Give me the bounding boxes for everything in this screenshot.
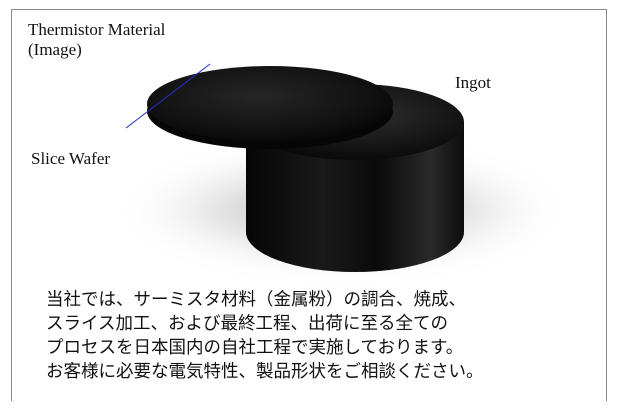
wafer-pointer-line	[125, 63, 211, 129]
description-line: プロセスを日本国内の自社工程で実施しております。	[46, 338, 464, 358]
material-label-line2: (Image)	[28, 39, 82, 59]
slice-wafer-label: Slice Wafer	[31, 149, 111, 168]
thermistor-illustration	[112, 63, 572, 272]
image-frame: Thermistor Material (Image) Ingot Slice …	[11, 9, 607, 401]
ingot-label: Ingot	[455, 73, 491, 92]
thermistor-material-label: Thermistor Material (Image)	[28, 20, 165, 59]
description-line: スライス加工、および最終工程、出荷に至る全ての	[46, 314, 448, 334]
description-line: 当社では、サーミスタ材料（金属粉）の調合、焼成、	[46, 290, 466, 310]
description-line: お客様に必要な電気特性、製品形状をご相談ください。	[46, 362, 484, 382]
slice-wafer	[147, 66, 393, 149]
description-text: 当社では、サーミスタ材料（金属粉）の調合、焼成、 スライス加工、および最終工程、…	[46, 288, 606, 384]
material-label-line1: Thermistor Material	[28, 20, 166, 39]
